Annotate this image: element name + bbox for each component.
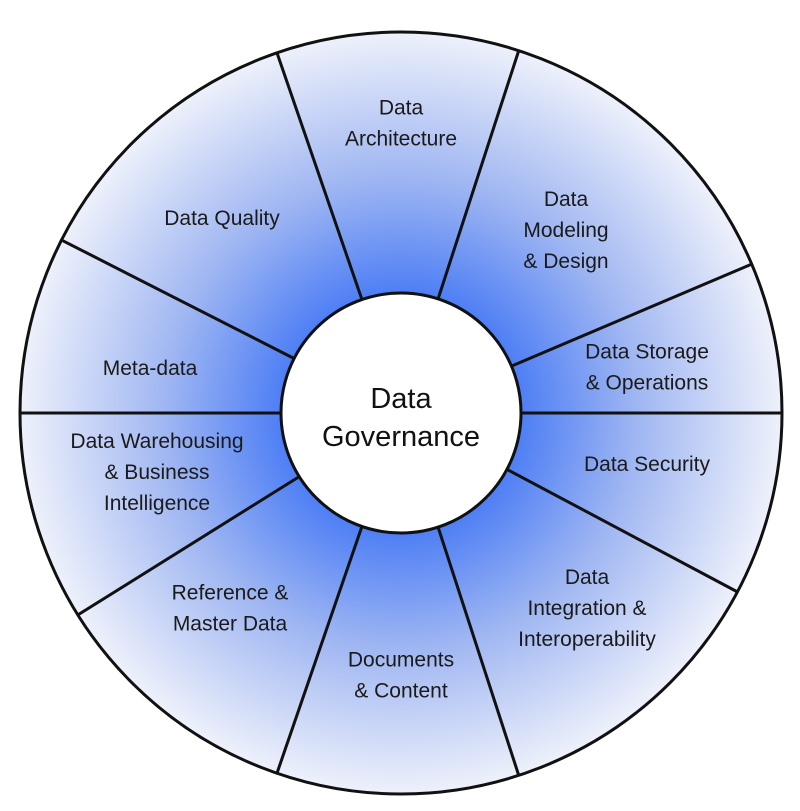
segment-label-documents-content: Documents & Content: [348, 649, 454, 703]
segment-label-data-security: Data Security: [584, 453, 711, 476]
divider: [510, 262, 753, 368]
segment-label-line: Data Storage: [585, 341, 709, 364]
divider: [77, 475, 301, 617]
segment-label-data-quality: Data Quality: [164, 207, 280, 230]
hub-circle: [279, 291, 523, 535]
divider: [506, 468, 739, 594]
segment-label-line: & Business: [104, 461, 209, 484]
segment-label-line: Data Security: [584, 453, 711, 476]
segment-label-line: Master Data: [173, 613, 288, 636]
segment-data-integration-interoperability[interactable]: [438, 469, 738, 776]
segment-label-line: Documents: [348, 649, 454, 672]
divider: [275, 525, 364, 774]
segment-label-line: Interoperability: [518, 628, 656, 651]
divider: [60, 238, 295, 360]
segment-label-line: & Content: [354, 680, 448, 703]
segment-label-line: Intelligence: [104, 492, 210, 515]
outer-rim: [18, 30, 784, 796]
segment-label-line: & Design: [523, 250, 608, 273]
divider: [275, 52, 364, 301]
segment-label-line: & Operations: [586, 372, 709, 395]
divider: [436, 526, 521, 776]
hub-label-line-1: Data: [370, 383, 432, 415]
segment-label-line: Data Quality: [164, 207, 280, 230]
segment-label-line: Reference &: [172, 582, 289, 605]
segment-label-line: Modeling: [523, 219, 608, 242]
segment-label-line: Data Warehousing: [70, 430, 243, 453]
segment-label-line: Meta-data: [103, 357, 198, 380]
segment-label-line: Data: [565, 566, 610, 589]
segment-label-line: Data: [379, 97, 424, 120]
segment-label-line: Architecture: [345, 128, 457, 151]
dividers-layer: [20, 50, 782, 776]
segment-data-storage-operations[interactable]: [511, 264, 782, 413]
segment-label-reference-master-data: Reference & Master Data: [172, 582, 289, 636]
segment-data-security[interactable]: [506, 413, 782, 592]
segments-layer: [20, 31, 782, 794]
segment-reference-master-data[interactable]: [77, 476, 362, 774]
hub-label-line-2: Governance: [322, 421, 480, 453]
hub[interactable]: Data Governance: [279, 291, 523, 535]
segment-label-line: Data: [544, 188, 589, 211]
segment-label-line: Integration &: [527, 597, 646, 620]
segment-label-data-storage-operations: Data Storage & Operations: [585, 341, 709, 395]
segment-data-quality[interactable]: [61, 52, 362, 359]
segment-label-meta-data: Meta-data: [103, 357, 198, 380]
segment-meta-data[interactable]: [20, 240, 295, 413]
segment-data-modeling-design[interactable]: [438, 50, 752, 367]
segment-data-warehousing-bi[interactable]: [20, 413, 300, 615]
divider: [436, 50, 521, 300]
